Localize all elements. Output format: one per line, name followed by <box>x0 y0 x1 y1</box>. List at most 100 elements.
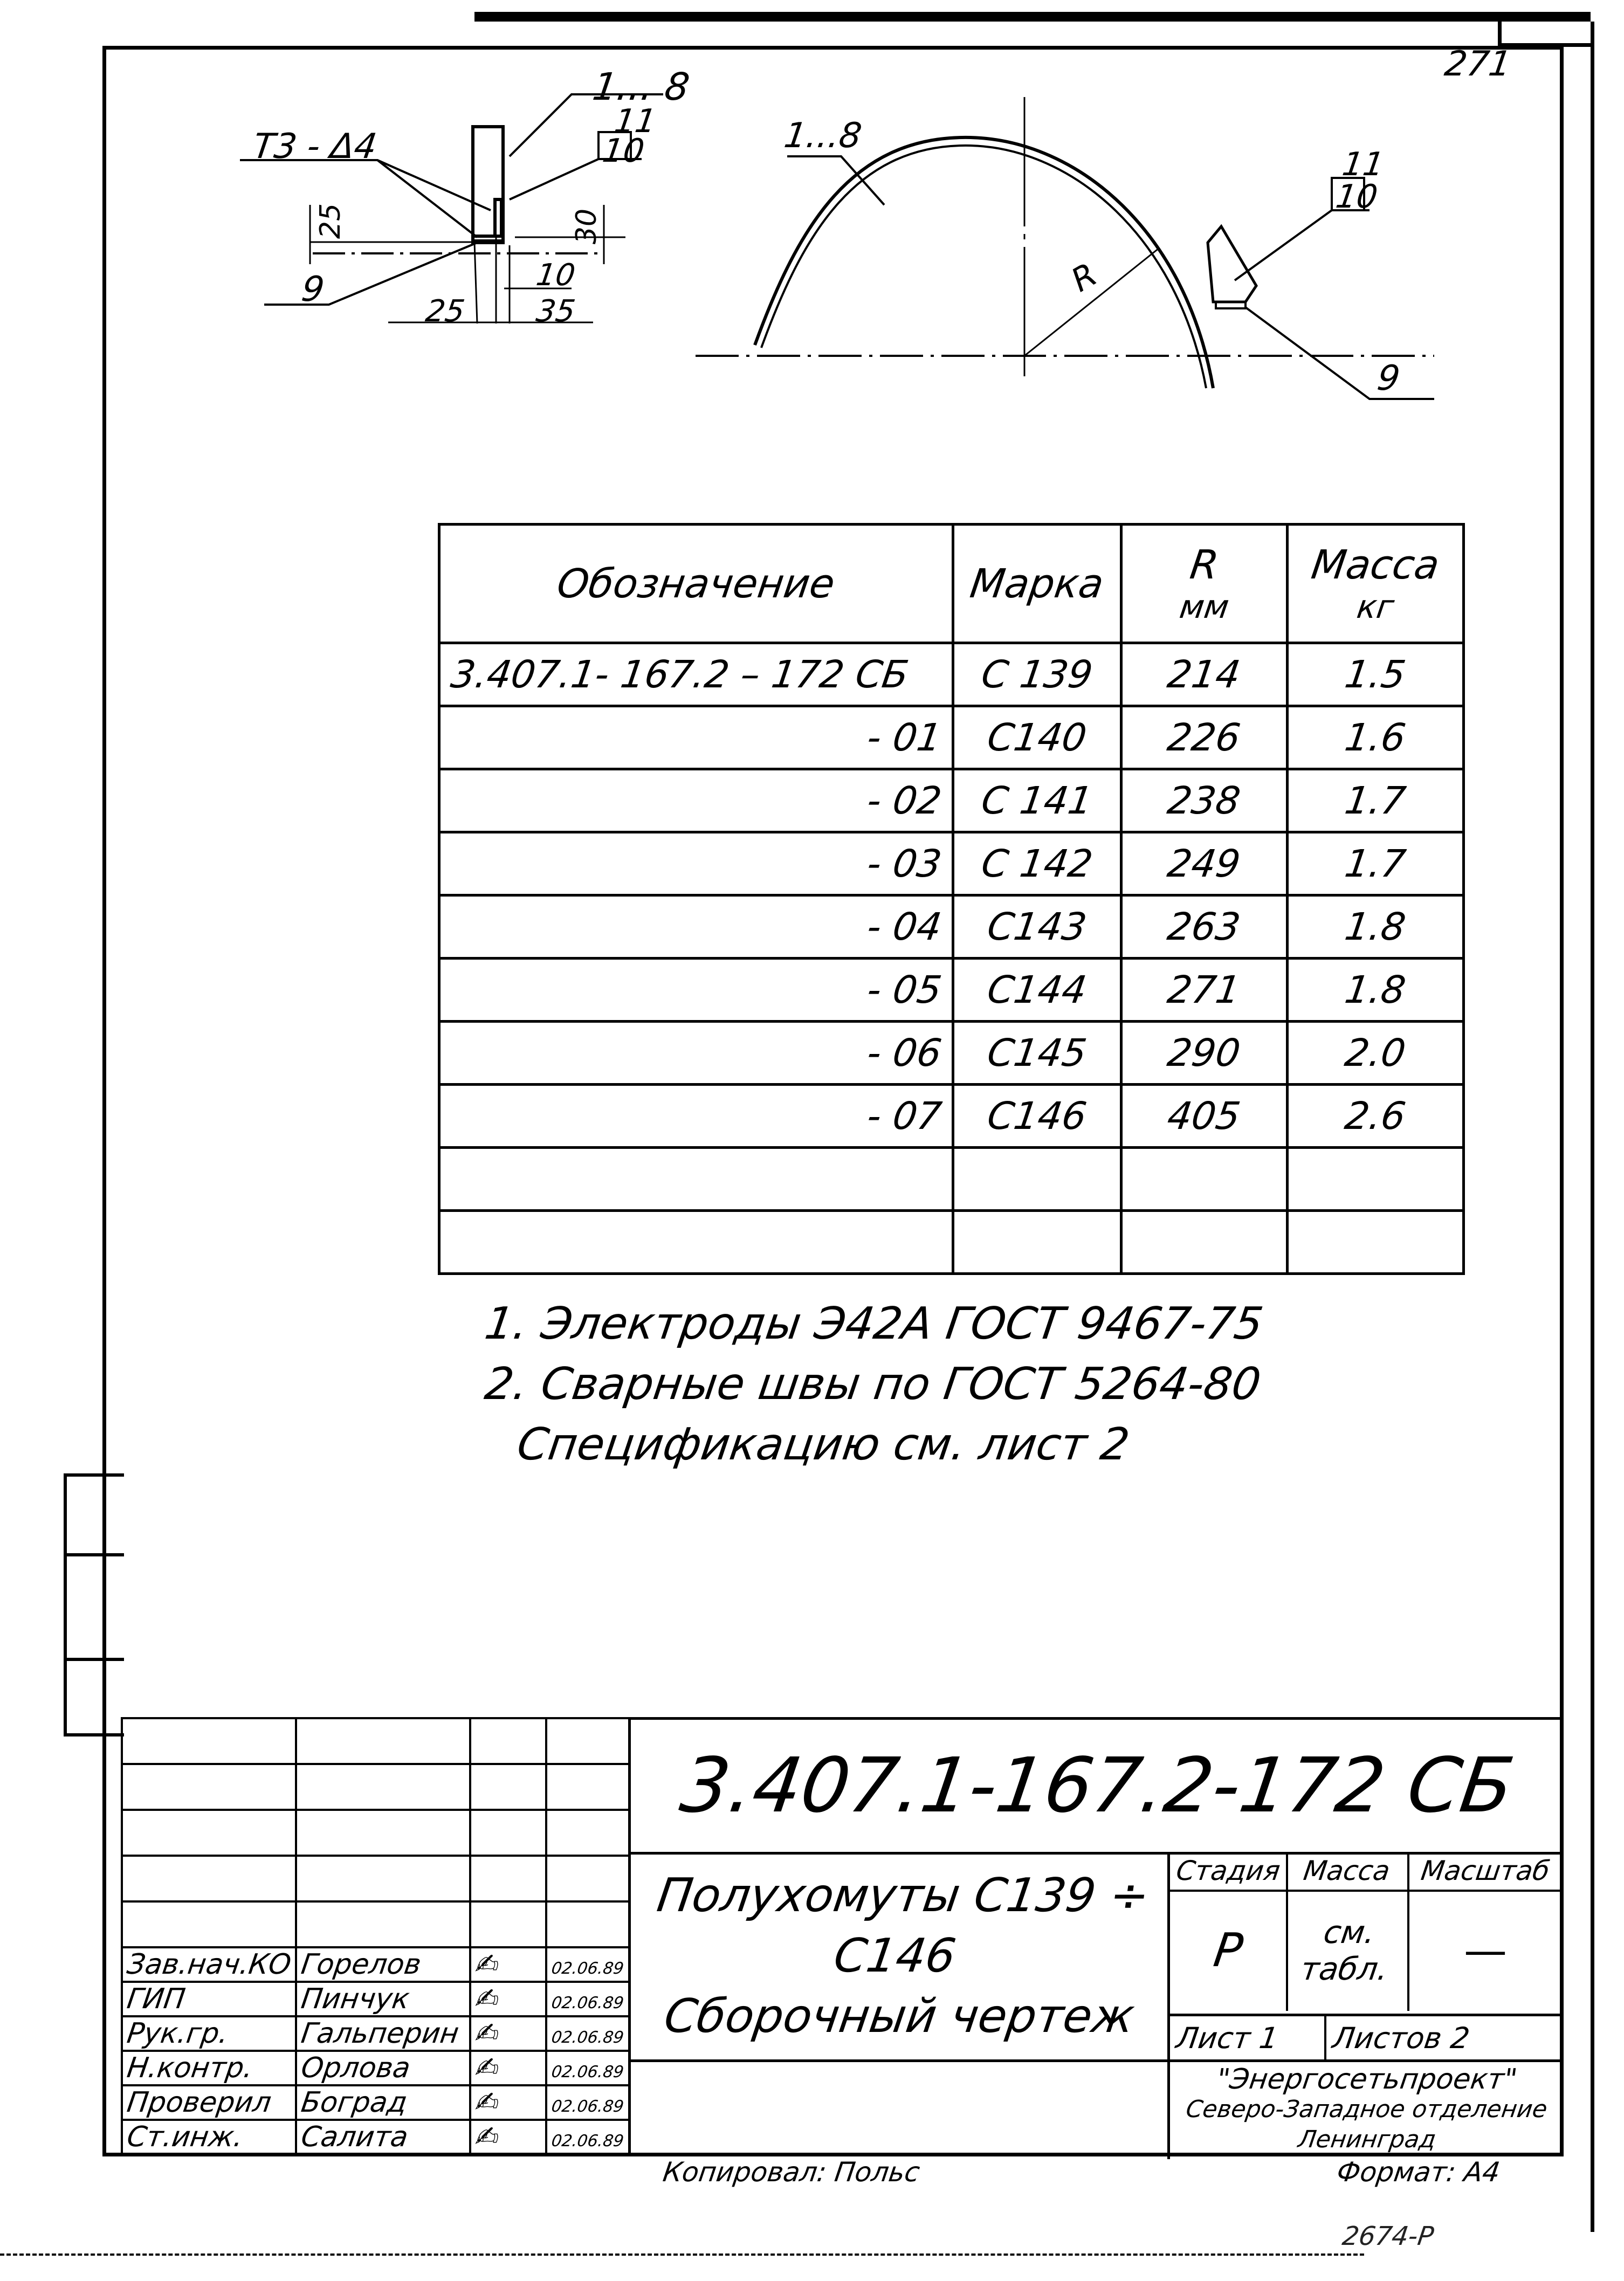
revision-row <box>120 1855 630 1903</box>
signature-role: Проверил <box>125 2086 273 2119</box>
drawing-title-cell: Полухомуты С139 ÷ С146 Сборочный чертеж <box>631 1852 1170 2062</box>
signature-name: Салита <box>299 2121 410 2153</box>
sheets-cell: Листов 2 <box>1326 2016 1564 2059</box>
binding-margin-box-1 <box>64 1473 124 1556</box>
signature-name: Гальперин <box>299 2017 462 2050</box>
technical-drawing <box>240 93 1434 400</box>
signature-mark: ✍ <box>473 2086 501 2119</box>
signature-row: Проверил Боград ✍ 02.06.89 <box>120 2084 630 2121</box>
sheet-cell: Лист 1 <box>1170 2016 1326 2059</box>
signature-role: Н.контр. <box>125 2052 255 2084</box>
cell-mark: С146 <box>985 1094 1090 1138</box>
table-row: - 07 С146 405 2.6 <box>437 1083 1465 1149</box>
signature-date: 02.06.89 <box>550 1994 625 2013</box>
mass-label: Масса <box>1301 1855 1392 1886</box>
signature-name: Орлова <box>299 2052 413 2084</box>
signature-name: Боград <box>299 2086 410 2119</box>
note-2: 2. Сварные швы по ГОСТ 5264-80 <box>481 1359 1264 1410</box>
revision-row <box>120 1809 630 1857</box>
scale-label-cell: Масштаб <box>1407 1852 1564 1892</box>
cell-mass: 1.6 <box>1342 715 1409 760</box>
table-row: 3.407.1- 167.2 – 172 СБ С 139 214 1.5 <box>437 642 1465 707</box>
cell-radius: 238 <box>1165 778 1243 823</box>
binding-margin-box-3 <box>64 1658 124 1736</box>
stage-label-cell: Стадия <box>1170 1852 1288 1892</box>
revision-row <box>120 1717 630 1765</box>
header-mass: Масса <box>1308 541 1442 588</box>
signature-role: Зав.нач.КО <box>125 1948 293 1981</box>
stage-mass-scale-grid: Стадия Масса Масштаб Р см. табл. — <box>1170 1852 1564 2014</box>
cell-radius: 249 <box>1165 842 1243 886</box>
cell-mark: С145 <box>985 1031 1090 1075</box>
mass-value-cell: см. табл. <box>1286 1890 1409 2011</box>
bottom-dashed-line <box>0 2254 1364 2256</box>
cell-mass: 1.8 <box>1342 905 1409 949</box>
dim-25-vertical: 25 <box>314 203 347 239</box>
revision-row <box>120 1900 630 1948</box>
organization-cell: "Энергосетьпроект" Северо-Западное отдел… <box>1170 2062 1564 2156</box>
cell-mass: 1.8 <box>1342 968 1409 1012</box>
table-row: - 02 С 141 238 1.7 <box>437 768 1465 833</box>
scale-value-cell: — <box>1407 1890 1564 2011</box>
cell-mass: 2.0 <box>1342 1031 1409 1075</box>
note-3: Спецификацию см. лист 2 <box>514 1419 1133 1470</box>
cell-mark: С140 <box>985 715 1090 760</box>
signature-role: Рук.гр. <box>125 2017 231 2050</box>
dim-10: 10 <box>534 258 577 293</box>
cell-designation: - 06 <box>864 1031 944 1075</box>
cell-radius: 263 <box>1165 905 1243 949</box>
top-corner-box <box>1498 22 1594 47</box>
header-mark: Марка <box>967 560 1107 607</box>
arc-callout-parts: 1...8 <box>781 116 864 156</box>
table-row-empty <box>437 1209 1465 1275</box>
cell-designation: - 07 <box>864 1094 944 1138</box>
signature-date: 02.06.89 <box>550 2063 625 2082</box>
signature-name: Горелов <box>299 1948 424 1981</box>
dim-25-horizontal: 25 <box>423 294 467 329</box>
sheet-label: Лист 1 <box>1174 2021 1281 2055</box>
stage-value-cell: Р <box>1170 1890 1288 2011</box>
cell-radius: 405 <box>1165 1094 1243 1138</box>
section-callout-weld: Т3 - Δ4 <box>250 127 380 167</box>
stage-label: Стадия <box>1174 1855 1282 1886</box>
document-code-cell: 3.407.1-167.2-172 СБ <box>631 1720 1564 1855</box>
cell-designation: - 04 <box>864 905 944 949</box>
cell-designation: - 01 <box>864 715 944 760</box>
cell-mass: 1.5 <box>1342 652 1409 697</box>
signature-date: 02.06.89 <box>550 2132 625 2151</box>
header-radius: R <box>1187 541 1222 588</box>
cell-radius: 226 <box>1165 715 1243 760</box>
note-1: 1. Электроды Э42А ГОСТ 9467-75 <box>481 1298 1267 1349</box>
signature-mark: ✍ <box>473 1983 501 2015</box>
title-block-right: 3.407.1-167.2-172 СБ Полухомуты С139 ÷ С… <box>628 1717 1564 2159</box>
cell-designation: - 02 <box>864 778 944 823</box>
signature-mark: ✍ <box>473 1948 501 1981</box>
arc-callout-10: 10 <box>1333 178 1380 216</box>
document-code: 3.407.1-167.2-172 СБ <box>675 1742 1519 1830</box>
cell-mark: С 141 <box>979 778 1096 823</box>
archive-stamp: 2674-Р <box>1340 2221 1436 2251</box>
signature-date: 02.06.89 <box>550 2097 625 2116</box>
drawing-frame <box>102 46 1564 2156</box>
signature-role: ГИП <box>125 1983 188 2015</box>
cell-mass: 1.7 <box>1342 778 1409 823</box>
cell-radius: 271 <box>1165 968 1243 1012</box>
dim-30-vertical: 30 <box>570 208 603 245</box>
scale-label: Масштаб <box>1419 1855 1552 1886</box>
signature-table: Зав.нач.КО Горелов ✍ 02.06.89 ГИП Пинчук… <box>120 1717 630 2155</box>
cell-radius: 290 <box>1165 1031 1243 1075</box>
cell-designation: 3.407.1- 167.2 – 172 СБ <box>448 652 912 697</box>
revision-row <box>120 1763 630 1811</box>
signature-row: Ст.инж. Салита ✍ 02.06.89 <box>120 2119 630 2155</box>
header-radius-unit: мм <box>1177 588 1231 626</box>
table-row-empty <box>437 1146 1465 1212</box>
organization-city: Ленинград <box>1296 2125 1438 2153</box>
mass-value: см. табл. <box>1298 1913 1391 1987</box>
sheet-row: Лист 1 Листов 2 <box>1170 2014 1564 2062</box>
signature-row: ГИП Пинчук ✍ 02.06.89 <box>120 1981 630 2017</box>
table-row: - 01 С140 226 1.6 <box>437 705 1465 770</box>
table-row: - 06 С145 290 2.0 <box>437 1020 1465 1086</box>
signature-role: Ст.инж. <box>125 2121 245 2153</box>
